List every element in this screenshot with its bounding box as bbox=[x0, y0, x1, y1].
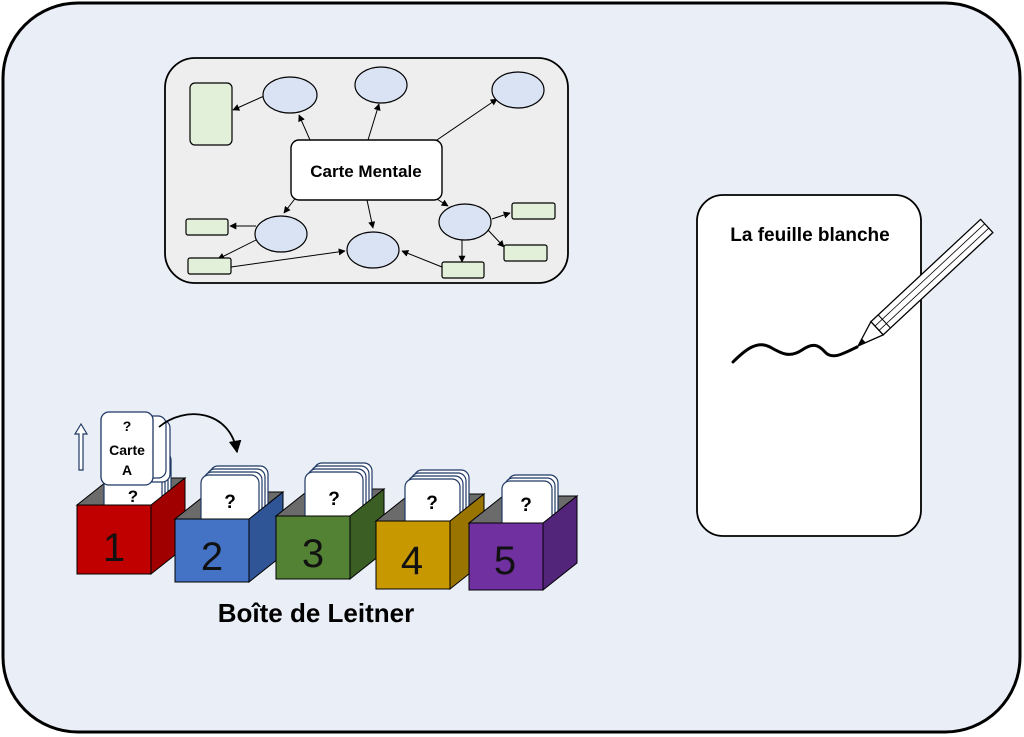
box-number: 1 bbox=[103, 526, 125, 570]
box-front bbox=[468, 522, 544, 591]
lifted-card-line2: A bbox=[122, 462, 132, 478]
leitner-box-4: ? 4 bbox=[374, 469, 486, 591]
box-number: 3 bbox=[302, 532, 324, 576]
box-front bbox=[76, 504, 152, 575]
lifted-card-mark: ? bbox=[123, 418, 132, 434]
up-arrow-icon bbox=[73, 422, 89, 471]
blank-sheet-page bbox=[696, 194, 922, 537]
mind-map-node-ellipse bbox=[354, 66, 408, 104]
box-number: 2 bbox=[201, 535, 223, 579]
blank-sheet-title: La feuille blanche bbox=[730, 225, 889, 246]
lifted-card: ? Carte A bbox=[100, 411, 171, 486]
mind-map-node-ellipse bbox=[254, 215, 308, 253]
mind-map-node-rect bbox=[187, 257, 232, 275]
leitner-box-3: ? 3 bbox=[274, 462, 386, 581]
leitner-caption: Boîte de Leitner bbox=[218, 598, 414, 628]
mind-map: Carte Mentale bbox=[164, 57, 569, 284]
mind-map-node-rect bbox=[185, 218, 229, 236]
leitner-box: ? 1 ? Carte A bbox=[73, 411, 579, 628]
box-number: 5 bbox=[494, 539, 516, 583]
box-front bbox=[174, 518, 250, 583]
box-number: 4 bbox=[401, 539, 423, 583]
mind-map-node-ellipse bbox=[438, 203, 492, 241]
pencil-icon bbox=[856, 218, 994, 348]
lifted-card-line1: Carte bbox=[109, 442, 145, 458]
leitner-box-2: ? 2 bbox=[173, 465, 285, 584]
mind-map-node-rect bbox=[441, 261, 485, 279]
mind-map-node-rect bbox=[189, 82, 233, 146]
box-front bbox=[375, 520, 451, 590]
card-question-mark: ? bbox=[328, 489, 340, 510]
leitner-box-5: ? 5 bbox=[467, 474, 579, 592]
move-arrow bbox=[158, 413, 242, 454]
mind-map-center-label: Carte Mentale bbox=[310, 162, 421, 181]
blank-sheet: La feuille blanche bbox=[696, 194, 994, 537]
card-stack: ? bbox=[200, 465, 269, 532]
card-question-mark: ? bbox=[128, 487, 138, 506]
mind-map-node-ellipse bbox=[346, 231, 400, 269]
box-front bbox=[275, 515, 351, 580]
card-question-mark: ? bbox=[224, 492, 236, 513]
scribble-line bbox=[731, 343, 859, 364]
mind-map-node-rect bbox=[503, 244, 548, 262]
card-stack: ? bbox=[304, 462, 373, 529]
card-question-mark: ? bbox=[426, 493, 438, 514]
mind-map-center-node bbox=[290, 139, 443, 201]
mind-map-node-rect bbox=[511, 202, 556, 220]
mind-map-node-ellipse bbox=[262, 76, 318, 114]
card-question-mark: ? bbox=[520, 495, 532, 516]
mind-map-node-ellipse bbox=[491, 71, 545, 109]
